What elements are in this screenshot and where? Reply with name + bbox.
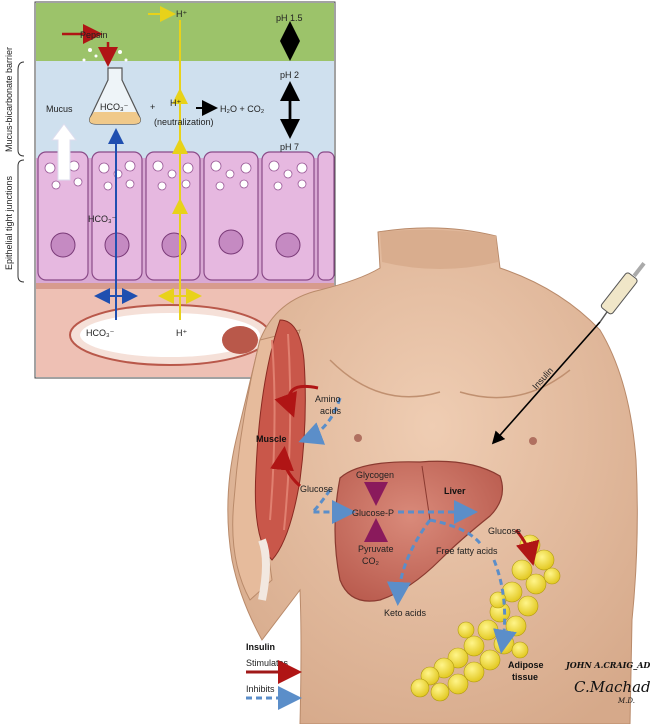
- insulin-arrow: [491, 321, 601, 445]
- free-fatty-acids-label: Free fatty acids: [436, 546, 498, 556]
- adipose-glucose-arrow: [514, 529, 540, 566]
- adipose-label-1: Adipose: [508, 660, 544, 670]
- legend-inhibits-label: Inhibits: [246, 684, 275, 694]
- barrier-bracket: [17, 61, 25, 157]
- plus-label: +: [150, 102, 155, 112]
- vessel-h-label: H⁺: [176, 328, 187, 338]
- products-label: H₂O + CO₂: [220, 104, 265, 114]
- muscle-label: Muscle: [256, 434, 287, 444]
- mucus-secretion-arrow: [51, 123, 77, 181]
- inhibit-arrows: [298, 397, 517, 654]
- cell-hco3-label: HCO₃⁻: [88, 214, 117, 224]
- insulin-syringe: [599, 262, 646, 323]
- pyruvate-label: Pyruvate: [358, 544, 394, 554]
- legend: Insulin Stimulates Inhibits: [246, 642, 302, 710]
- signature-line-3: M.D.: [617, 697, 635, 705]
- junctions-side-label: Epithelial tight junctions: [4, 175, 14, 270]
- legend-title: Insulin: [246, 642, 275, 652]
- h-top-label: H⁺: [176, 9, 187, 19]
- glucose-p-label: Glucose-P: [352, 508, 394, 518]
- signature-line-2: C.Machado: [574, 678, 650, 696]
- left-nipple: [354, 434, 362, 442]
- signature-line-1: JOHN A.CRAIG_AD: [564, 660, 650, 670]
- liver-label: Liver: [444, 486, 466, 496]
- glycogen-label: Glycogen: [356, 470, 394, 480]
- amino-acids-label-2: acids: [320, 406, 342, 416]
- bicarbonate-flask: [89, 67, 141, 125]
- glucose-left-label: Glucose: [300, 484, 333, 494]
- keto-acids-label: Keto acids: [384, 608, 427, 618]
- glucose-right-label: Glucose: [488, 526, 521, 536]
- h-mid-label: H⁺: [170, 98, 181, 108]
- pepsin-bubbles: [82, 48, 128, 62]
- pepsin-label: Pepsin: [80, 30, 108, 40]
- capillary: [69, 304, 271, 366]
- muscle-glucose-arrow: [270, 446, 302, 488]
- ph-7-label: pH 7: [280, 142, 299, 152]
- adipose-label-2: tissue: [512, 672, 538, 682]
- flask-hco3-label: HCO₃⁻: [100, 102, 129, 112]
- amino-acids-label-1: Amino: [315, 394, 341, 404]
- stomach-panel: Pepsin H⁺ pH 1.5 pH 2 pH 7 Mucus HCO₃⁻ +…: [4, 1, 336, 379]
- muscle-tissue: [254, 319, 306, 601]
- amino-acids-uptake-arrow: [274, 385, 319, 418]
- neutralization-label: (neutralization): [154, 117, 214, 127]
- junctions-bracket: [17, 159, 25, 283]
- artist-signature: JOHN A.CRAIG_AD C.Machado M.D.: [564, 660, 650, 705]
- ph-1-5-label: pH 1.5: [276, 13, 303, 23]
- vessel-hco3-label: HCO₃⁻: [86, 328, 115, 338]
- legend-stimulates-label: Stimulates: [246, 658, 289, 668]
- right-nipple: [529, 437, 537, 445]
- ph-2-label: pH 2: [280, 70, 299, 80]
- barrier-side-label: Mucus-bicarbonate barrier: [4, 47, 14, 152]
- co2-label: CO₂: [362, 556, 380, 566]
- mucus-label: Mucus: [46, 104, 73, 114]
